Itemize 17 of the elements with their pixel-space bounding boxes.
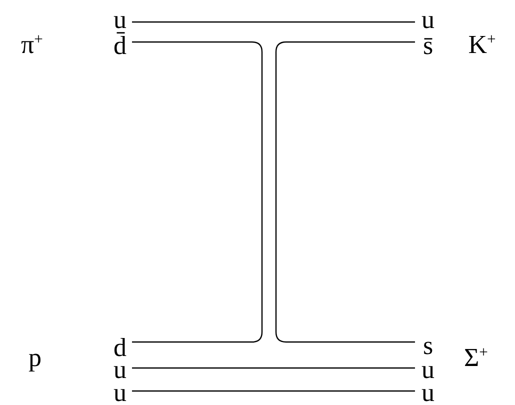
- quark-label: u: [422, 357, 434, 383]
- quark-label: d̄: [114, 33, 126, 59]
- quark-label: u: [114, 7, 126, 33]
- particle-label: p: [28, 345, 42, 371]
- quark-line: [132, 367, 415, 369]
- particle-label: Σ$^{+}$: [464, 345, 488, 371]
- quark-label: u: [114, 380, 126, 405]
- quark-label: s: [422, 333, 434, 359]
- quark-line: [275, 41, 415, 343]
- quark-label: u: [422, 7, 434, 33]
- particle-label: π$^{+}$: [21, 32, 43, 58]
- quark-line: [132, 21, 415, 23]
- particle-label: K$^{+}$: [468, 32, 496, 58]
- quark-label: s̄: [422, 33, 434, 59]
- quark-line: [132, 390, 415, 392]
- quark-label: u: [422, 380, 434, 405]
- quark-line: [132, 41, 263, 343]
